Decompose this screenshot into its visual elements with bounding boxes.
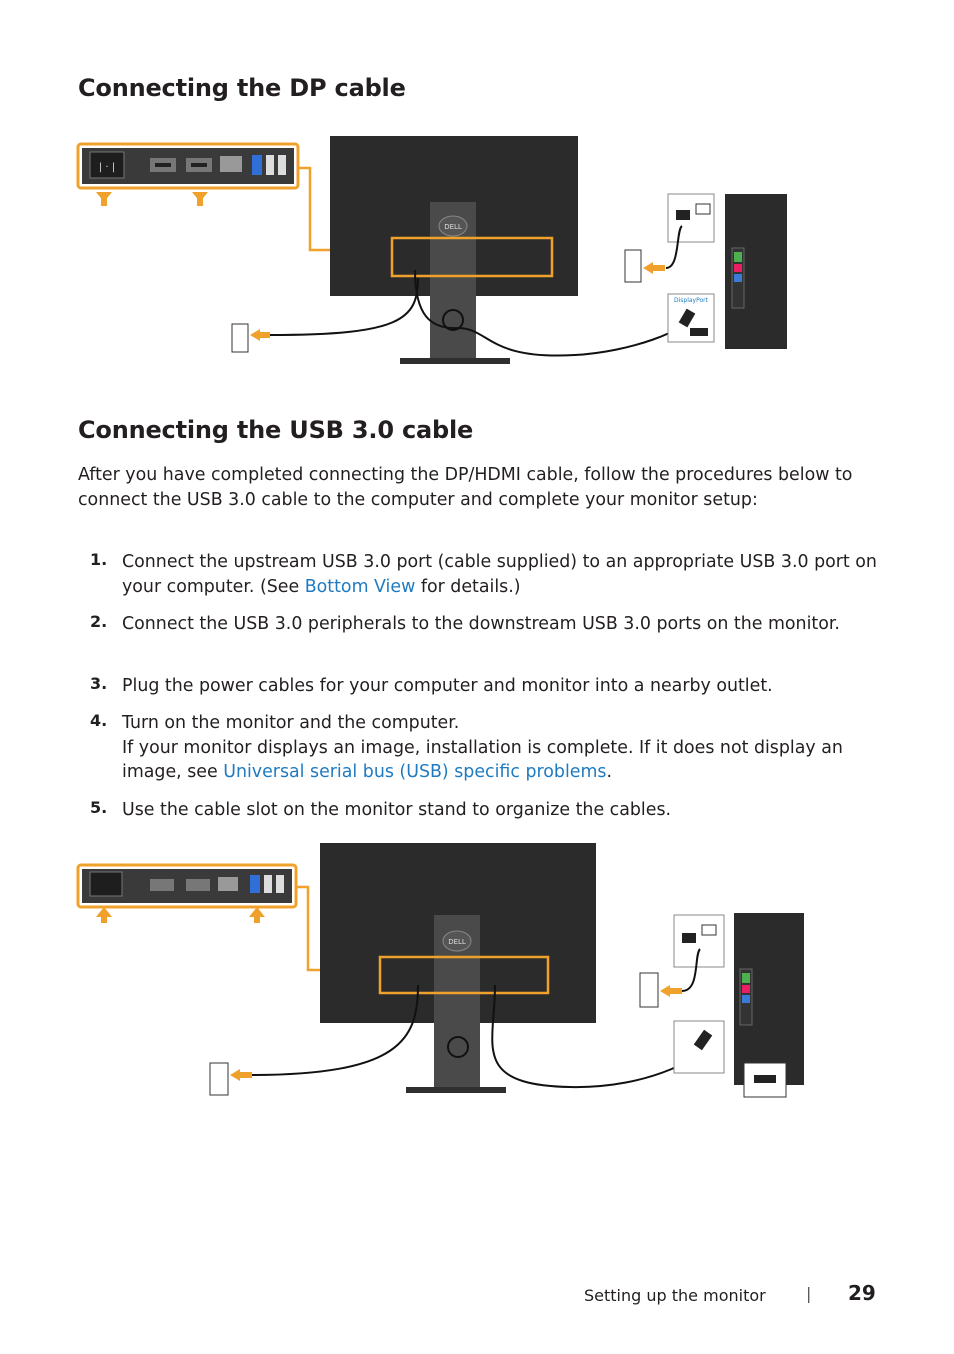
port-arrows: [96, 907, 265, 923]
step-text: If your monitor displays an image, insta…: [122, 737, 843, 783]
monitor-port-panel: | · |: [76, 142, 300, 190]
step-text: .: [606, 762, 613, 782]
power-zoom-box: [673, 914, 725, 968]
step-text: Use the cable slot on the monitor stand …: [122, 800, 672, 820]
page-number: 29: [848, 1281, 876, 1305]
step-number: 2.: [90, 612, 108, 631]
dp-zoom-box: DisplayPort: [667, 293, 715, 343]
step-1: 1. Connect the upstream USB 3.0 port (ca…: [78, 550, 878, 599]
monitor-back: DELL: [330, 136, 578, 364]
usb-problems-link[interactable]: Universal serial bus (USB) specific prob…: [223, 762, 607, 782]
step-text: Connect the upstream USB 3.0 port (cable…: [122, 552, 877, 597]
heading-usb-cable: Connecting the USB 3.0 cable: [78, 416, 474, 444]
power-zoom-box: [667, 193, 715, 243]
usb-port-zoom: [743, 1062, 787, 1098]
step-number: 4.: [90, 711, 108, 730]
wall-outlet-right: [624, 225, 683, 283]
computer-tower: [734, 913, 804, 1085]
step-number: 3.: [90, 674, 108, 693]
heading-dp-cable: Connecting the DP cable: [78, 74, 406, 102]
usb-connection-illustration: DELL: [76, 843, 804, 1098]
monitor-port-panel: [76, 863, 298, 909]
dell-logo: DELL: [444, 223, 462, 231]
step-text: for details.): [415, 576, 521, 597]
wall-outlet-left: [231, 323, 270, 353]
step-3: 3. Plug the power cables for your comput…: [78, 674, 878, 699]
displayport-label: DisplayPort: [674, 297, 709, 304]
footer-section-title: Setting up the monitor: [584, 1286, 766, 1305]
port-arrows: [96, 192, 208, 206]
usb-zoom-box: [673, 1020, 725, 1074]
intro-paragraph: After you have completed connecting the …: [78, 465, 853, 510]
computer-tower: [725, 194, 787, 349]
wall-outlet-right: [639, 948, 701, 1008]
svg-text:| · |: | · |: [99, 162, 115, 173]
step-5: 5. Use the cable slot on the monitor sta…: [78, 798, 878, 823]
footer-separator: |: [806, 1284, 812, 1303]
monitor-back: DELL: [320, 843, 596, 1093]
step-number: 5.: [90, 798, 108, 817]
step-4: 4. Turn on the monitor and the computer.…: [78, 711, 878, 785]
dell-logo: DELL: [448, 938, 466, 946]
step-text: Plug the power cables for your computer …: [122, 676, 773, 696]
step-number: 1.: [90, 550, 108, 569]
bottom-view-link[interactable]: Bottom View: [304, 576, 416, 597]
step-text: Turn on the monitor and the computer.: [122, 713, 460, 733]
wall-outlet-left: [209, 1062, 252, 1096]
dp-connection-illustration: | · | DELL: [76, 136, 787, 364]
step-text: Connect the USB 3.0 peripherals to the d…: [122, 614, 840, 634]
step-2: 2. Connect the USB 3.0 peripherals to th…: [78, 612, 878, 637]
